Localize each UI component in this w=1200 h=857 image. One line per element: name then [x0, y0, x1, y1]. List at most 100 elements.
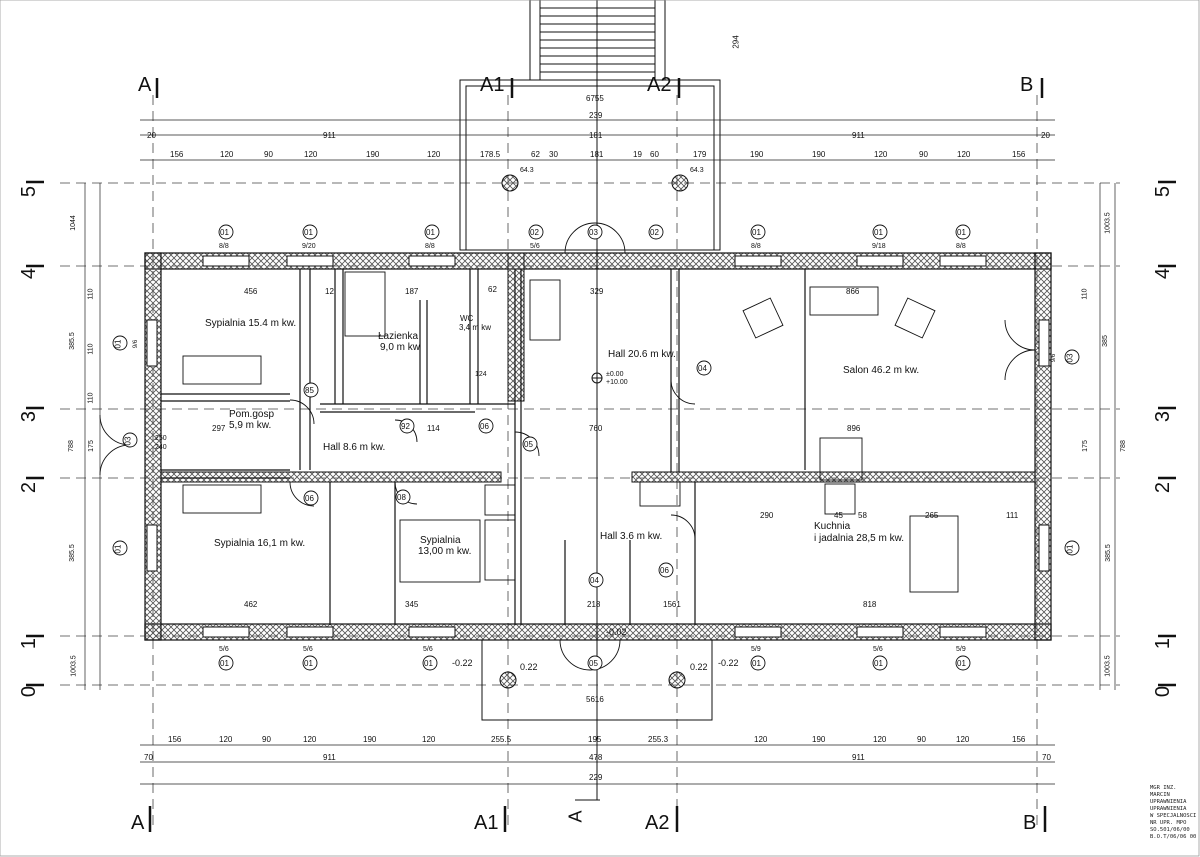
tag-w01-top-3: 01	[426, 228, 435, 237]
axis-label-2-right: 2	[1152, 481, 1175, 494]
tag-size-96-right: 9/6	[1051, 353, 1058, 363]
axis-label-a-bottom: A	[131, 812, 145, 834]
doors	[99, 222, 1036, 671]
tag-w01-top-1: 01	[220, 228, 229, 237]
tag-size-56-bottom-c: 5/6	[423, 646, 433, 653]
level-minus-002: -0.02	[606, 627, 627, 637]
dim-b195: 195	[588, 735, 602, 744]
dim-i240: 240	[155, 444, 167, 451]
dim-i818: 818	[863, 600, 877, 609]
dim-i345: 345	[405, 600, 419, 609]
dim-l175: 175	[87, 440, 95, 452]
dim-i896: 896	[847, 424, 861, 433]
dim-b911a: 911	[323, 753, 336, 762]
tag-w01-bottom-5: 01	[874, 659, 883, 668]
room-wc-area: 3,4 m kw	[459, 323, 492, 332]
dim-911-a: 911	[323, 131, 336, 140]
tag-door-06-c: 06	[660, 566, 669, 575]
axis-label-1-right: 1	[1152, 637, 1175, 650]
dim-s120d: 120	[874, 150, 888, 159]
level-marker	[591, 372, 603, 384]
stamp-line-2: MARCIN	[1150, 792, 1170, 798]
room-bedroom-2: Sypialnia 16,1 m kw.	[214, 538, 306, 549]
dim-s120a: 120	[220, 150, 234, 159]
dim-i12: 12	[325, 287, 334, 296]
dim-i265: 265	[925, 511, 939, 520]
inner-walls	[161, 269, 806, 625]
dim-i111: 111	[1006, 511, 1019, 520]
dim-s156b: 156	[1012, 150, 1026, 159]
dim-s120c: 120	[427, 150, 441, 159]
dim-s181: 181	[590, 150, 604, 159]
dim-b2553: 255.3	[648, 735, 669, 744]
dim-i462: 462	[244, 600, 258, 609]
dim-s156: 156	[170, 150, 184, 159]
dim-b90a: 90	[262, 735, 271, 744]
dim-l788: 788	[67, 440, 75, 452]
dim-v294: 294	[731, 35, 741, 49]
tag-size-96-left: 9/6	[133, 339, 140, 349]
stamp-line-4: UPRAWNIENIA	[1150, 806, 1187, 812]
room-kitchen-title: Kuchnia	[814, 521, 851, 532]
tag-w03-top: 03	[589, 228, 598, 237]
dim-r175: 175	[1081, 440, 1089, 452]
level-643-left: 64.3	[520, 167, 534, 174]
room-bedroom-3-title: Sypialnia	[420, 535, 461, 546]
dim-i45: 45	[834, 511, 843, 520]
tag-w01-top-6: 01	[957, 228, 966, 237]
room-utility-title: Pom.gosp	[229, 409, 275, 420]
tag-w01-top-5: 01	[874, 228, 883, 237]
dim-911-b: 911	[852, 131, 865, 140]
dim-i760: 760	[589, 424, 603, 433]
tag-door-85: 85	[305, 386, 314, 395]
tag-size-56-top: 5/6	[530, 243, 540, 250]
tag-w01-bottom-3: 01	[424, 659, 433, 668]
tag-w01-bottom-1: 01	[220, 659, 229, 668]
room-hall-36: Hall 3.6 m kw.	[600, 531, 663, 542]
dim-s190a: 190	[366, 150, 380, 159]
tag-w01-top-2: 01	[304, 228, 313, 237]
dim-s120b: 120	[304, 150, 318, 159]
dim-b70b: 70	[1042, 753, 1051, 762]
designer-stamp: MGR INŻ. MARCIN UPRAWNIENIA UPRAWNIENIA …	[1150, 785, 1200, 841]
tag-w01-bottom-4: 01	[752, 659, 761, 668]
dim-s90a: 90	[264, 150, 273, 159]
dim-b120b: 120	[303, 735, 317, 744]
dim-l385a: 385.5	[68, 332, 76, 350]
dim-i329: 329	[590, 287, 604, 296]
tag-door-04-b: 04	[590, 576, 599, 585]
stamp-line-8: B.O.T/06/06 00	[1150, 834, 1197, 840]
axis-label-4-left: 4	[18, 267, 41, 280]
dim-s120e: 120	[957, 150, 971, 159]
tag-size-88-c: 8/8	[751, 243, 761, 250]
grid-axis-markers	[26, 78, 1176, 832]
door-tags	[303, 360, 712, 588]
tag-size-56-bottom-b: 5/6	[303, 646, 313, 653]
dim-l110a: 110	[87, 288, 95, 300]
axis-label-b-top: B	[1020, 74, 1034, 96]
window-tags	[112, 224, 1080, 671]
tag-w02-top-1: 02	[530, 228, 539, 237]
tag-door-08: 08	[397, 493, 406, 502]
furniture	[182, 271, 959, 593]
dim-r1003: 1003.5	[1104, 655, 1112, 677]
axis-label-3-right: 3	[1152, 410, 1175, 423]
tag-w01-right: 01	[1065, 544, 1075, 554]
dim-i114: 114	[427, 424, 440, 433]
dim-i1561: 1561	[663, 600, 681, 609]
tag-door-92: 92	[401, 422, 410, 431]
axis-label-b-bottom: B	[1023, 812, 1037, 834]
dim-s60: 60	[650, 150, 659, 159]
axis-label-5-left: 5	[18, 185, 41, 198]
dim-b120f: 120	[956, 735, 970, 744]
tag-w03-right: 03	[1065, 353, 1075, 363]
dim-s190b: 190	[750, 150, 764, 159]
dim-l1035: 1003.5	[70, 655, 78, 677]
dim-i456: 456	[244, 287, 258, 296]
tag-size-920: 9/20	[302, 243, 316, 250]
level-plus: +10.00	[606, 379, 628, 386]
dim-b90b: 90	[917, 735, 926, 744]
axis-label-a-top: A	[138, 74, 152, 96]
dim-239: 239	[589, 111, 603, 120]
tag-w05-bottom: 05	[589, 659, 598, 668]
